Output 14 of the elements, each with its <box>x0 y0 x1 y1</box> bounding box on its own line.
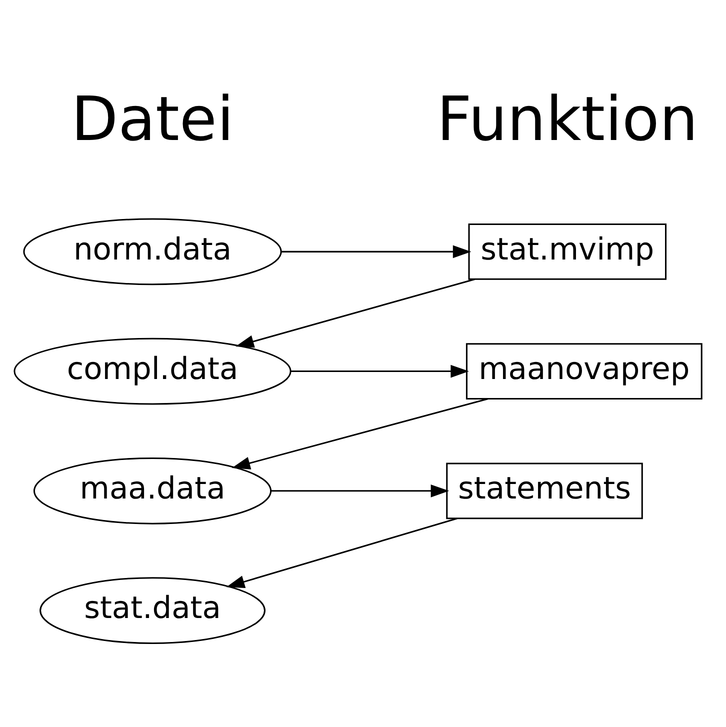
node-ellipse: stat.data <box>40 576 266 644</box>
arrow <box>280 244 472 258</box>
label: Funktion <box>436 84 698 155</box>
arrow <box>236 278 476 348</box>
arrow <box>226 517 458 588</box>
arrow <box>271 484 450 497</box>
node-ellipse: norm.data <box>23 218 282 285</box>
label: Datei <box>71 84 234 155</box>
node-box: stat.mvimp <box>468 222 667 280</box>
arrow <box>232 398 488 469</box>
node-ellipse: compl.data <box>14 337 292 404</box>
node-box: statements <box>446 462 643 519</box>
node-box: maanovaprep <box>466 342 702 400</box>
arrow <box>290 364 469 378</box>
